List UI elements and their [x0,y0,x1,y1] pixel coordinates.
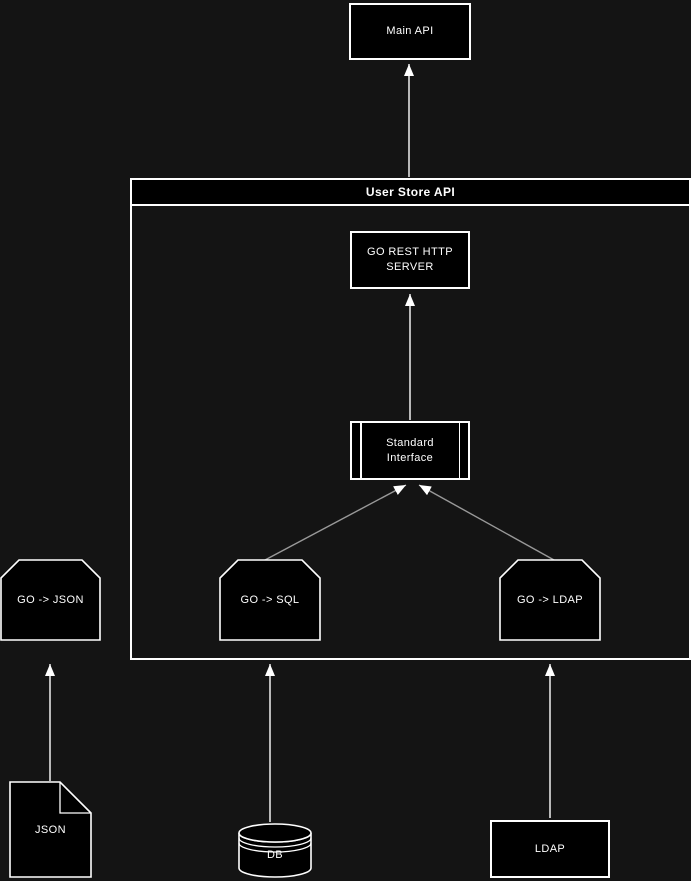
go-rest-http-server-label: GO REST HTTP SERVER [367,246,453,273]
ldap-node[interactable]: LDAP [490,820,610,878]
cylinder-ring-icon [238,837,312,848]
component-side-bar-icon [360,423,362,478]
go-ldap-label: GO -> LDAP [516,593,584,606]
db-cylinder-node[interactable] [238,823,312,878]
ldap-label: LDAP [534,842,566,855]
folded-corner-icon [59,782,91,814]
cylinder-ring-icon [238,842,312,853]
json-document-label: JSON [35,823,66,836]
go-ldap-node[interactable] [499,559,601,641]
connector-goldap-to-interface[interactable] [418,484,555,561]
container-title: User Store API [365,185,456,199]
db-label: DB [266,848,284,861]
go-sql-node[interactable] [219,559,321,641]
user-store-api-titlebar[interactable]: User Store API [132,180,689,206]
main-api-node[interactable]: Main API [349,3,471,60]
json-document-node[interactable] [9,781,92,878]
main-api-label: Main API [386,25,434,38]
user-store-api-container[interactable]: User Store API [130,178,691,660]
go-rest-http-server-node[interactable]: GO REST HTTP SERVER [350,231,470,289]
go-json-node[interactable] [0,559,101,641]
component-side-bar-icon [458,423,460,478]
standard-interface-node[interactable]: Standard Interface [350,421,470,480]
connector-gosql-to-interface[interactable] [264,484,407,561]
go-json-label: GO -> JSON [17,593,84,606]
go-sql-label: GO -> SQL [240,593,300,606]
standard-interface-label: Standard Interface [386,436,434,464]
